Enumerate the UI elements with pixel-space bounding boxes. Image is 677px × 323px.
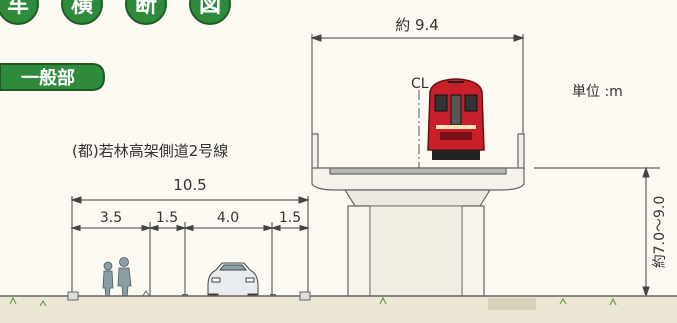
- top-width-label: 約 9.4: [395, 16, 439, 34]
- diagram-title: 车 横 断 図: [0, 0, 231, 25]
- title-char-1: 车: [0, 0, 39, 25]
- viaduct-structure: [311, 133, 525, 297]
- section-badge-label: 一般部: [21, 67, 75, 89]
- ground: [0, 291, 677, 323]
- segment-label-3: 4.0: [217, 210, 239, 226]
- top-width-dimension: [310, 34, 525, 142]
- svg-text:図: 図: [199, 0, 221, 18]
- road-segment-dimensions: [70, 222, 310, 296]
- road-name-label: (都)若林高架側道2号線: [72, 142, 228, 160]
- svg-text:断: 断: [135, 0, 157, 18]
- road-total-label: 10.5: [173, 176, 206, 194]
- height-dimension: [534, 166, 660, 298]
- title-char-4: 図: [189, 0, 231, 25]
- train-icon: [427, 78, 485, 160]
- pedestrian-icon: [102, 257, 132, 299]
- segment-label-4: 1.5: [279, 210, 301, 226]
- section-badge: 一般部: [0, 63, 106, 91]
- svg-text:横: 横: [71, 0, 93, 18]
- svg-text:车: 车: [7, 0, 29, 18]
- segment-label-2: 1.5: [156, 210, 178, 226]
- car-icon: [207, 262, 259, 300]
- svg-text:CL: CL: [411, 76, 429, 92]
- title-char-3: 断: [125, 0, 167, 25]
- height-label: 約7.0～9.0: [652, 196, 668, 269]
- segment-label-1: 3.5: [100, 210, 122, 226]
- road-total-dimension: [70, 196, 310, 296]
- units-label: 単位 :m: [572, 84, 623, 100]
- title-char-2: 横: [61, 0, 103, 25]
